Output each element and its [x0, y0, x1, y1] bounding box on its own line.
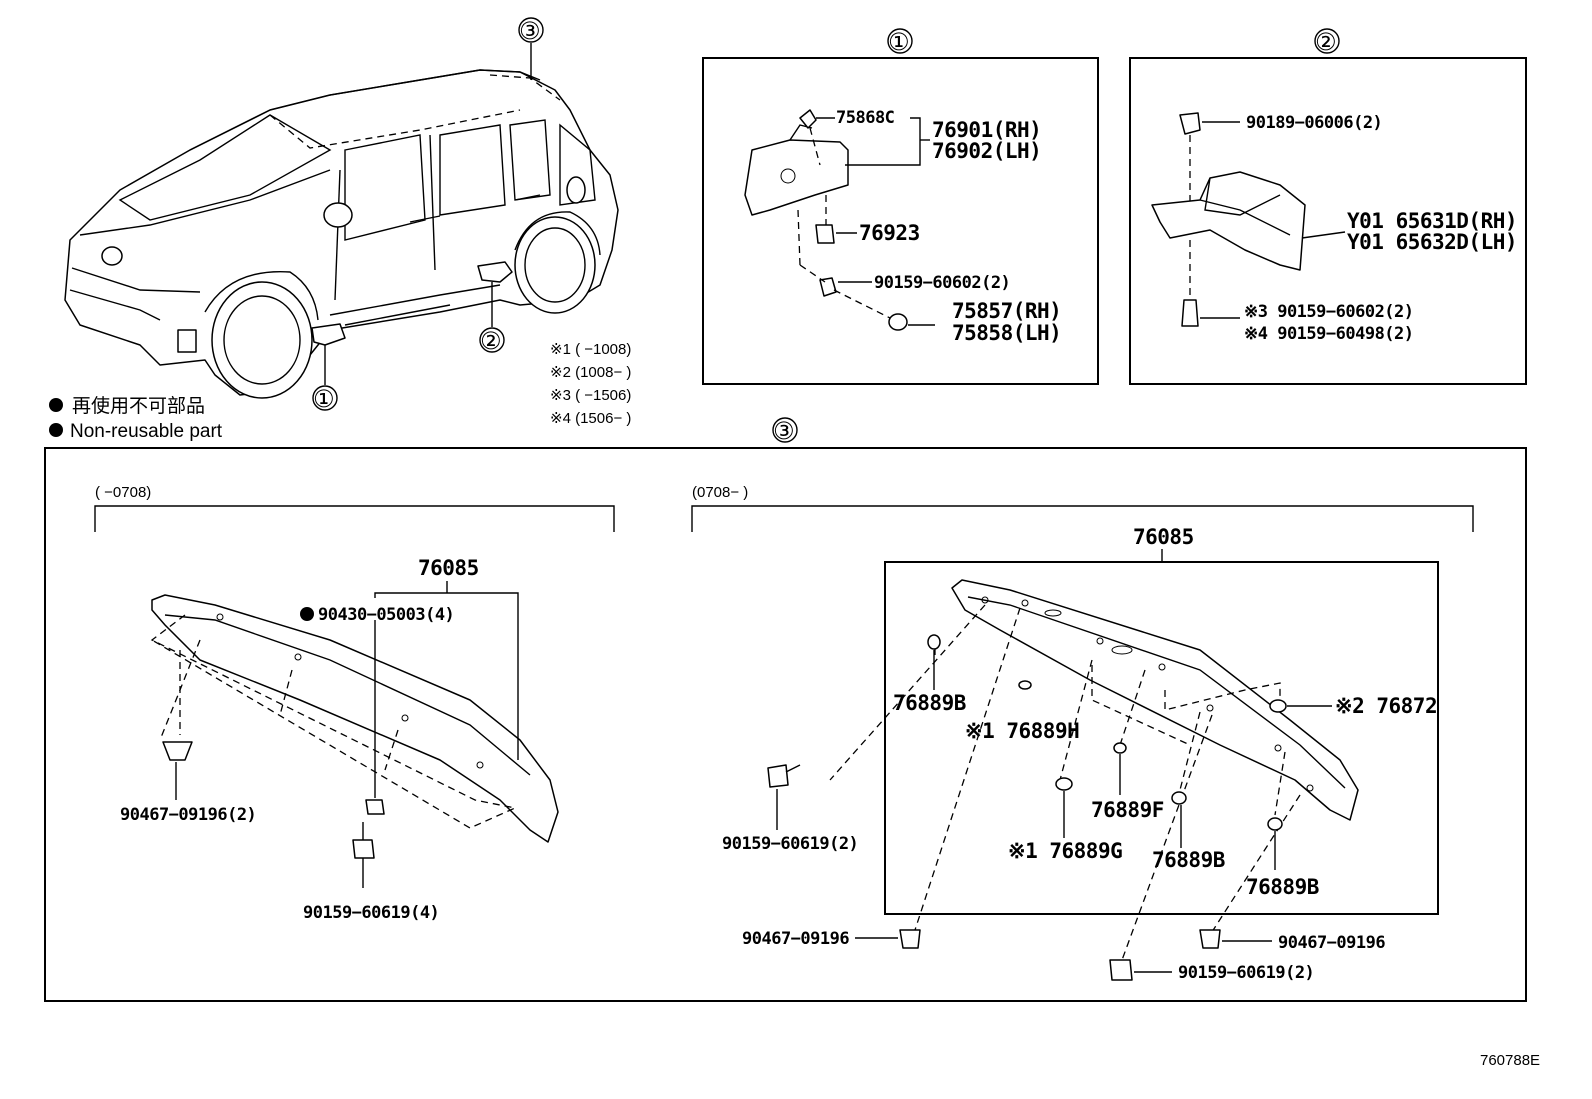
label-Y01-65632D: Y01 65632D(LH) — [1347, 230, 1517, 254]
label-note4-bolt: ※4 90159−60498(2) — [1244, 324, 1414, 344]
svg-text:※1 ( −1008): ※1 ( −1008) — [550, 341, 631, 358]
svg-text:※4 (1506− ): ※4 (1506− ) — [550, 410, 631, 427]
car-callout-3: ③ — [518, 17, 544, 80]
label-76889B-b: 76889B — [1152, 848, 1225, 872]
svg-text:③: ③ — [773, 417, 795, 445]
figure-id: 760788E — [1480, 1052, 1540, 1069]
label-90467-09196-left: 90467−09196(2) — [120, 805, 256, 825]
label-90467-09196-right-b: 90467−09196 — [1278, 933, 1385, 953]
panel-3: ③ ( −0708) (0708− ) 76085 — [44, 417, 1527, 1002]
legend-jp: 再使用不可部品 — [72, 395, 205, 417]
label-Y01-65631D: Y01 65631D(RH) — [1347, 209, 1517, 233]
label-76901: 76901(RH) — [932, 118, 1041, 142]
svg-text:①: ① — [313, 385, 335, 413]
label-90159-60619-right-b: 90159−60619(2) — [1178, 963, 1314, 983]
right-assy-label: 76085 — [1133, 525, 1194, 549]
panel-1: ① 75868C 76901(RH) 76902(LH) 76923 90159… — [702, 28, 1099, 385]
range-left: ( −0708) — [95, 484, 151, 501]
legend: 再使用不可部品 Non-reusable part — [49, 395, 223, 442]
label-75858: 75858(LH) — [952, 321, 1061, 345]
non-reusable-dot-icon — [49, 423, 63, 437]
car-callout-1: ① — [312, 345, 338, 413]
legend-en: Non-reusable part — [70, 421, 223, 442]
panel-2: ② 90189−06006(2) Y01 65631D(RH) Y01 6563… — [1129, 28, 1527, 385]
label-90159-60619-right-a: 90159−60619(2) — [722, 834, 858, 854]
label-90159-60602: 90159−60602(2) — [874, 273, 1010, 293]
label-note3-bolt: ※3 90159−60602(2) — [1244, 302, 1414, 322]
non-reusable-dot-icon — [300, 607, 314, 621]
label-76889B-a: 76889B — [893, 691, 966, 715]
label-76889H: ※1 76889H — [965, 719, 1079, 743]
label-90189: 90189−06006(2) — [1246, 113, 1382, 133]
range-right: (0708− ) — [692, 484, 748, 501]
svg-text:※3 ( −1506): ※3 ( −1506) — [550, 387, 631, 404]
car-callout-2: ② — [479, 282, 505, 355]
label-75857: 75857(RH) — [952, 299, 1061, 323]
svg-text:①: ① — [888, 28, 910, 56]
left-assy-label: 76085 — [418, 556, 479, 580]
label-90430-05003: 90430−05003(4) — [318, 605, 454, 625]
svg-text:②: ② — [1315, 28, 1337, 56]
svg-text:※2 (1008− ): ※2 (1008− ) — [550, 364, 631, 381]
label-76872: ※2 76872 — [1335, 694, 1437, 718]
svg-text:③: ③ — [519, 17, 541, 45]
car-illustration — [64, 69, 619, 399]
label-76902: 76902(LH) — [932, 139, 1041, 163]
label-90467-09196-right-a: 90467−09196 — [742, 929, 849, 949]
label-90159-60619-left: 90159−60619(4) — [303, 903, 439, 923]
date-notes: ※1 ( −1008) ※2 (1008− ) ※3 ( −1506) ※4 (… — [550, 341, 631, 427]
label-75868C: 75868C — [836, 108, 894, 128]
label-76889B-c: 76889B — [1246, 875, 1319, 899]
label-76923: 76923 — [859, 221, 920, 245]
label-76889G: ※1 76889G — [1008, 839, 1122, 863]
svg-text:②: ② — [480, 327, 502, 355]
non-reusable-dot-icon — [49, 398, 63, 412]
label-76889F: 76889F — [1091, 798, 1164, 822]
